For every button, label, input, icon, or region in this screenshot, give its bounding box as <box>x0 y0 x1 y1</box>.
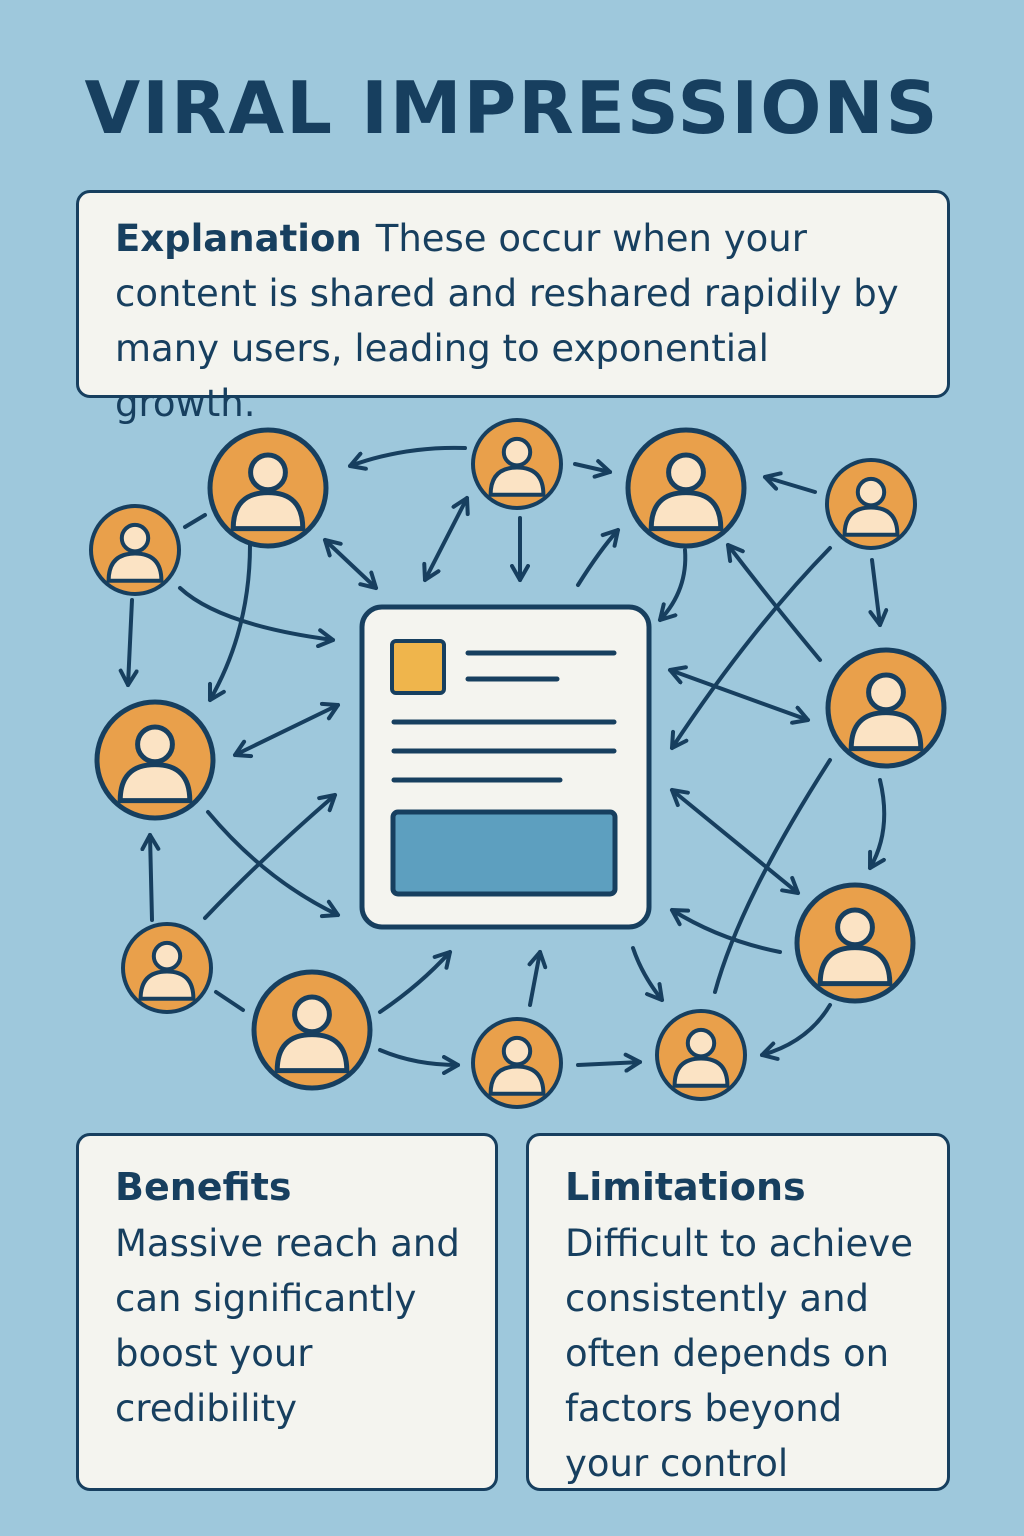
share-arrow <box>203 793 337 920</box>
share-arrow <box>378 1048 460 1075</box>
share-arrow <box>726 543 822 662</box>
limitations-card: Limitations Difficult to achieve consist… <box>526 1133 950 1491</box>
share-arrow <box>868 558 889 627</box>
share-arrow <box>573 459 612 479</box>
explanation-text: These occur when your content is shared … <box>115 217 899 425</box>
user-icon <box>121 922 213 1014</box>
limitations-heading: Limitations <box>565 1165 806 1209</box>
user-icon <box>794 882 916 1004</box>
user-icon <box>251 969 373 1091</box>
share-arrow <box>670 788 800 895</box>
share-arrow <box>207 543 252 702</box>
share-arrow <box>183 513 207 529</box>
share-arrow <box>378 950 452 1014</box>
user-nodes <box>89 418 947 1109</box>
share-arrow <box>214 990 245 1012</box>
user-icon <box>471 1017 563 1109</box>
benefits-heading: Benefits <box>115 1165 292 1209</box>
share-arrow <box>658 548 688 622</box>
share-arrow <box>763 471 817 494</box>
share-arrow <box>527 950 548 1007</box>
user-icon <box>825 458 917 550</box>
share-arrow <box>422 496 470 582</box>
user-icon <box>655 1009 747 1101</box>
share-arrow <box>760 1003 832 1061</box>
explanation-label: Explanation <box>115 217 362 260</box>
user-icon <box>94 699 216 821</box>
limitations-text: Difficult to achieve consistently and of… <box>565 1222 913 1485</box>
user-icon <box>825 647 947 769</box>
document-icon <box>359 604 652 930</box>
share-arrow <box>576 528 620 587</box>
benefits-text: Massive reach and can significantly boos… <box>115 1222 460 1430</box>
user-icon <box>89 504 181 596</box>
share-arrow <box>140 833 161 922</box>
share-arrow <box>670 908 782 954</box>
share-arrow <box>668 665 810 725</box>
benefits-card: Benefits Massive reach and can significa… <box>76 1133 498 1491</box>
share-arrow <box>631 946 664 1002</box>
page-title: VIRAL IMPRESSIONS <box>84 66 940 150</box>
share-arrow <box>868 778 887 870</box>
share-arrow <box>118 598 139 687</box>
share-arrow <box>348 445 467 471</box>
share-arrow <box>233 701 340 759</box>
share-arrow <box>206 810 340 919</box>
share-arrow <box>323 538 378 590</box>
user-icon <box>471 418 563 510</box>
user-icon <box>625 427 747 549</box>
share-arrow <box>670 546 832 750</box>
share-arrow <box>178 586 335 649</box>
share-arrow <box>576 1052 642 1073</box>
share-arrow <box>713 758 832 994</box>
user-icon <box>207 427 329 549</box>
share-arrows <box>118 445 889 1075</box>
